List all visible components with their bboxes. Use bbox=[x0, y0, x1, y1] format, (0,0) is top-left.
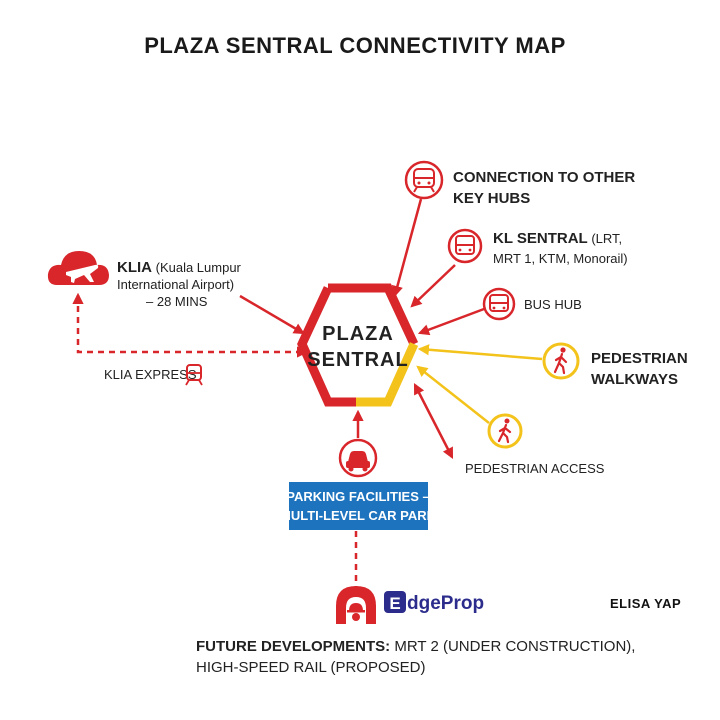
future-developments-part1: MRT 2 (UNDER CONSTRUCTION), bbox=[390, 638, 635, 655]
tunnel-worker-icon bbox=[336, 586, 376, 624]
klia-full-name-part1: (Kuala Lumpur bbox=[152, 260, 242, 275]
klia-label-line1: KLIA (Kuala Lumpur bbox=[117, 259, 242, 276]
plaza-sentral-hexagon: PLAZA SENTRAL bbox=[297, 283, 419, 407]
walking-person-icon bbox=[542, 342, 580, 380]
connector-pedestrian-access bbox=[416, 365, 490, 424]
pedestrian-walkways-label-line1: PEDESTRIAN bbox=[591, 350, 688, 367]
bus-icon bbox=[447, 228, 483, 264]
future-developments-line2: HIGH-SPEED RAIL (PROPOSED) bbox=[196, 659, 425, 676]
kl-sentral-lines-part1: (LRT, bbox=[588, 231, 622, 246]
hexagon-label-line1: PLAZA bbox=[322, 323, 394, 345]
connector-klia bbox=[239, 294, 305, 335]
klia-name: KLIA bbox=[117, 259, 152, 276]
key-hubs-label-line1: CONNECTION TO OTHER bbox=[453, 169, 635, 186]
klia-label-line3: – 28 MINS bbox=[146, 294, 208, 309]
author-credit: ELISA YAP bbox=[610, 596, 681, 611]
connector-pedestrian-walkways bbox=[417, 344, 543, 361]
page-title: PLAZA SENTRAL CONNECTIVITY MAP bbox=[144, 33, 566, 58]
car-icon bbox=[338, 438, 378, 478]
future-developments-line1: FUTURE DEVELOPMENTS: MRT 2 (UNDER CONSTR… bbox=[196, 638, 635, 655]
klia-label-line2: International Airport) bbox=[117, 277, 234, 292]
hexagon-label-line2: SENTRAL bbox=[307, 349, 408, 371]
connector-bus-hub bbox=[417, 307, 485, 336]
pedestrian-access-icon bbox=[487, 413, 523, 449]
connector-key-hubs bbox=[391, 198, 423, 298]
kl-sentral-label-line1: KL SENTRAL (LRT, bbox=[493, 230, 622, 247]
airplane-cloud-icon bbox=[47, 251, 109, 285]
edgeprop-logo-e: E bbox=[389, 594, 400, 613]
parking-label-line1: PARKING FACILITIES – bbox=[286, 489, 430, 504]
connector-lines bbox=[72, 198, 543, 598]
klia-express-train-icon bbox=[185, 364, 203, 386]
connector-pedestrian-access-two-way bbox=[413, 382, 454, 460]
edgeprop-logo-text: dgeProp bbox=[407, 593, 484, 614]
train-icon bbox=[404, 160, 444, 200]
key-hubs-label-line2: KEY HUBS bbox=[453, 190, 530, 207]
parking-label-line2: MULTI-LEVEL CAR PARK bbox=[280, 508, 437, 523]
kl-sentral-name: KL SENTRAL bbox=[493, 230, 588, 247]
bus-hub-icon bbox=[482, 287, 516, 321]
edgeprop-logo: E dgeProp bbox=[384, 591, 484, 614]
pedestrian-walkways-label-line2: WALKWAYS bbox=[591, 371, 678, 388]
klia-express-label: KLIA EXPRESS bbox=[104, 367, 197, 382]
pedestrian-access-label: PEDESTRIAN ACCESS bbox=[465, 461, 605, 476]
kl-sentral-label-line2: MRT 1, KTM, Monorail) bbox=[493, 251, 628, 266]
future-developments-title: FUTURE DEVELOPMENTS: bbox=[196, 638, 390, 655]
connector-klia-express bbox=[72, 292, 309, 358]
parking-facilities-box: PARKING FACILITIES – MULTI-LEVEL CAR PAR… bbox=[280, 482, 437, 530]
bus-hub-label: BUS HUB bbox=[524, 297, 582, 312]
connector-kl-sentral bbox=[410, 264, 456, 308]
